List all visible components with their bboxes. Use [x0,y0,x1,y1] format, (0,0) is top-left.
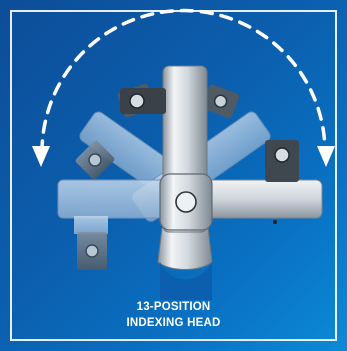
ratchet-head-icon [157,65,213,300]
dashed-arc-arrow-icon [32,8,335,167]
caption-line-1: 13-POSITION [136,301,211,313]
caption-line-2: INDEXING HEAD [126,317,221,329]
socket-drive-top [120,88,166,114]
ratchet-right-arm [187,140,323,224]
